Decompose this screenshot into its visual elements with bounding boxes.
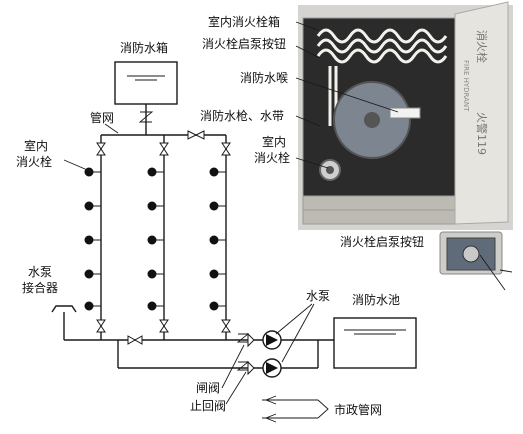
start-button-caption: 消火栓启泵按钮	[340, 234, 424, 249]
label-pump: 水泵	[306, 289, 330, 303]
hydrant-icon	[147, 167, 157, 177]
cabinet-door-text-1: 消火栓	[475, 30, 489, 63]
label-fire-water-tank: 消防水箱	[120, 40, 168, 55]
fire-water-tank	[114, 61, 178, 105]
cabinet-door-text-2: FIRE HYDRANT	[462, 60, 470, 112]
label-pump-adapter-1: 水泵	[28, 265, 52, 279]
header-valve-icon	[187, 130, 205, 140]
label-municipal-network: 市政管网	[334, 402, 382, 417]
hydrant-icon	[209, 235, 219, 245]
hydrant-icon	[147, 235, 157, 245]
flow-arrow-icon	[262, 395, 329, 423]
photo-label-hose-connector: 消防水喉	[240, 70, 288, 85]
cabinet-door-text-3: 火警119	[475, 112, 489, 155]
hydrant-icon	[84, 301, 94, 311]
photo-label-hydrant-1: 室内	[262, 134, 286, 149]
start-button-photo	[439, 231, 513, 291]
label-indoor-hydrant-2: 消火栓	[16, 154, 52, 169]
label-pipe-network: 管网	[90, 110, 114, 125]
gate-valve-icon	[247, 332, 255, 376]
hydrant-icon	[147, 301, 157, 311]
photo-label-start-button: 消火栓启泵按钮	[202, 36, 286, 51]
hydrant-cabinet-photo: 消火栓 FIRE HYDRANT 火警119	[295, 1, 513, 230]
photo-label-hydrant-2: 消火栓	[254, 150, 290, 165]
label-indoor-hydrant-1: 室内	[24, 138, 48, 153]
hydrant-icon	[209, 167, 219, 177]
photo-label-cabinet: 室内消火栓箱	[208, 14, 280, 29]
hydrant-icon	[84, 269, 94, 279]
hydrant-icon	[209, 201, 219, 211]
hydrant-dots	[84, 167, 226, 311]
hydrant-icon	[84, 201, 94, 211]
hydrant-icon	[209, 301, 219, 311]
hydrant-icon	[147, 269, 157, 279]
hydrant-icon	[147, 201, 157, 211]
hydrant-icon	[209, 269, 219, 279]
start-button-icon	[462, 245, 480, 263]
riser-valves	[96, 142, 231, 333]
label-check-valve: 止回阀	[190, 399, 226, 413]
pump-icon	[262, 330, 282, 378]
hydrant-icon	[84, 167, 94, 177]
bottom-header-valve-icon	[127, 335, 143, 345]
label-pump-adapter-2: 接合器	[22, 280, 58, 295]
check-valve-icons	[236, 333, 250, 371]
hydrant-icon	[84, 235, 94, 245]
photo-label-nozzle-hose: 消防水枪、水带	[200, 108, 284, 123]
pump-adapter-icon	[51, 305, 77, 340]
label-fire-pool: 消防水池	[352, 292, 400, 307]
fire-pool	[333, 317, 417, 369]
label-gate-valve: 闸阀	[196, 381, 220, 395]
tank-check-valve-icon	[138, 111, 154, 123]
